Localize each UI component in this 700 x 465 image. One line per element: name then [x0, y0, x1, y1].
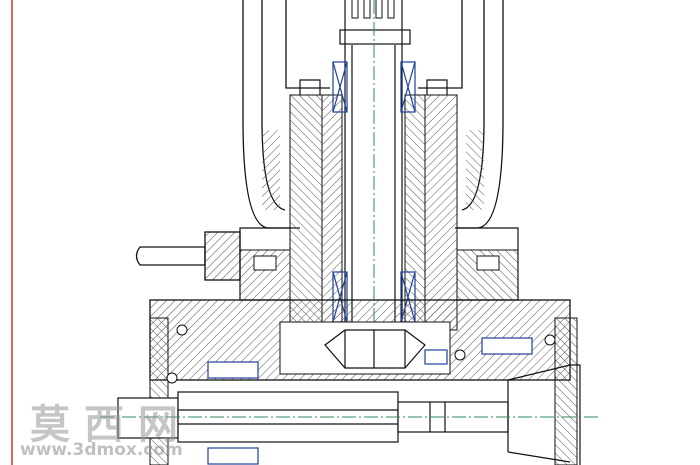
bevel-gear: [324, 329, 426, 369]
housing-wall-right: [466, 130, 484, 210]
clamp-lever: [135, 231, 241, 281]
housing-wall-left: [262, 130, 280, 210]
gearbox-bearings: [207, 337, 533, 465]
watermark-brand: 莫西网: [30, 401, 192, 448]
middle-housing-left: [289, 94, 323, 331]
left-bolt: [253, 255, 277, 271]
spur-gear-teeth: [351, 0, 395, 19]
gearbox-cover-right: [554, 317, 578, 465]
upper-housing: [242, 0, 504, 229]
vertical-spindle: [339, 0, 411, 330]
fastener-symbols: [166, 324, 556, 384]
middle-housing-right: [424, 94, 458, 331]
upper-bearing-pair: [332, 61, 416, 113]
watermark-url: www.3dmox.com: [20, 440, 183, 460]
taper-nose: [507, 364, 581, 465]
right-bolt: [476, 255, 500, 271]
